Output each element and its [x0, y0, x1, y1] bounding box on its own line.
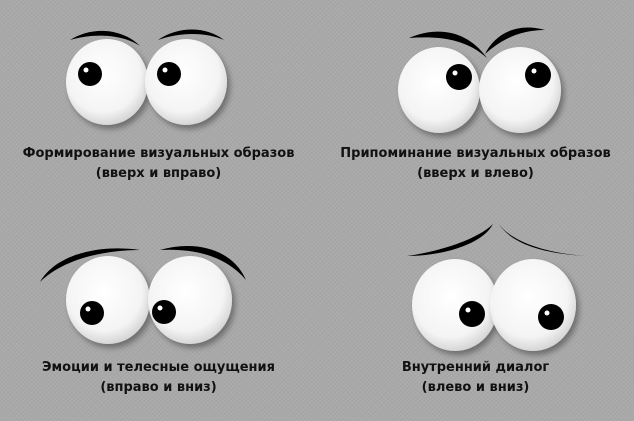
left-pupil — [459, 301, 485, 327]
left-pupil-highlight — [85, 306, 91, 312]
left-eye-white — [398, 47, 480, 133]
caption-line-2: (вверх и вправо) — [95, 166, 222, 181]
caption-line-1: Припоминание визуальных образов — [340, 146, 611, 161]
right-pupil-highlight — [531, 68, 537, 74]
panel-kinesthetic: Эмоции и телесные ощущения (вправо и вни… — [0, 210, 317, 421]
right-pupil — [152, 300, 176, 324]
eyes-down-right — [40, 245, 246, 344]
left-pupil — [80, 301, 104, 325]
caption-line-1: Эмоции и телесные ощущения — [42, 360, 275, 375]
right-eye-white — [148, 256, 232, 344]
caption-visual-construction: Формирование визуальных образов (вверх и… — [0, 144, 317, 184]
left-eye-white — [66, 39, 148, 125]
right-pupil — [538, 304, 564, 330]
left-eyebrow — [70, 30, 140, 46]
right-eye-white — [479, 47, 561, 133]
right-eyebrow — [485, 27, 545, 54]
left-pupil — [446, 64, 472, 90]
left-eyebrow — [407, 224, 493, 256]
caption-internal-dialogue: Внутренний диалог (влево и вниз) — [317, 358, 634, 398]
left-pupil-highlight — [465, 307, 471, 313]
left-eye-white — [66, 256, 150, 344]
eyes-down-left — [407, 224, 587, 351]
panel-visual-recall: Припоминание визуальных образов (вверх и… — [317, 0, 634, 210]
right-pupil-highlight — [162, 67, 168, 73]
caption-line-2: (вправо и вниз) — [100, 380, 217, 395]
caption-line-1: Формирование визуальных образов — [22, 146, 295, 161]
left-pupil-highlight — [452, 70, 458, 76]
caption-kinesthetic: Эмоции и телесные ощущения (вправо и вни… — [0, 358, 317, 398]
right-eyebrow — [158, 29, 224, 40]
caption-line-1: Внутренний диалог — [401, 360, 550, 375]
eyes-up-left — [398, 27, 561, 133]
left-eyebrow — [40, 248, 140, 282]
caption-line-2: (влево и вниз) — [421, 380, 530, 395]
right-pupil-highlight — [157, 305, 163, 311]
left-eyebrow — [409, 31, 487, 58]
panel-visual-construction: Формирование визуальных образов (вверх и… — [0, 0, 317, 210]
right-pupil — [157, 62, 181, 86]
caption-line-2: (вверх и влево) — [417, 166, 534, 181]
right-eyebrow — [160, 245, 246, 280]
right-eye-white — [490, 259, 576, 351]
right-eyebrow — [499, 224, 587, 256]
left-pupil-highlight — [83, 67, 89, 73]
right-pupil-highlight — [544, 310, 550, 316]
panel-internal-dialogue: Внутренний диалог (влево и вниз) — [317, 210, 634, 421]
eyes-up-right — [66, 29, 227, 125]
caption-visual-recall: Припоминание визуальных образов (вверх и… — [317, 144, 634, 184]
right-pupil — [525, 62, 551, 88]
left-pupil — [78, 62, 102, 86]
left-eye-white — [412, 259, 498, 351]
right-eye-white — [145, 39, 227, 125]
